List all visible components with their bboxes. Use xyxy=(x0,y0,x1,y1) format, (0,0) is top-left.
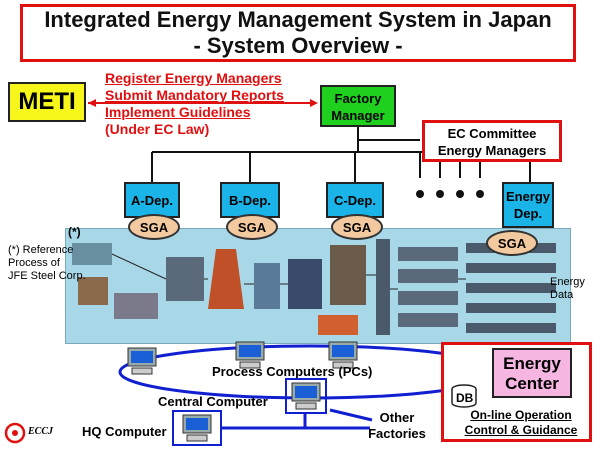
hq-computer-frame xyxy=(172,410,222,446)
regulation-list: Register Energy Managers Submit Mandator… xyxy=(105,70,284,138)
process-computers-label: Process Computers (PCs) xyxy=(212,364,373,379)
ec-committee-line-1: EC Committee xyxy=(447,126,537,141)
other-factories-line-1: Other xyxy=(379,410,415,425)
online-control-label: On-line Operation Control & Guidance xyxy=(456,408,586,438)
reference-line-3: JFE Steel Corp. xyxy=(8,270,86,282)
energy-center-line-1: Energy xyxy=(503,354,561,373)
ellipsis-dot xyxy=(436,190,444,198)
sga-energy-badge: SGA xyxy=(486,230,538,256)
ellipsis-dot xyxy=(476,190,484,198)
computer-icon xyxy=(127,347,157,375)
database-label: DB xyxy=(456,391,474,405)
computer-icon xyxy=(235,341,265,369)
central-computer-label: Central Computer xyxy=(158,394,268,409)
ellipsis-dot xyxy=(456,190,464,198)
reference-line-1: (*) Reference xyxy=(8,244,74,256)
energy-data-label: Energy Data xyxy=(550,276,585,302)
other-factories-label: Other Factories xyxy=(365,410,429,442)
hq-computer-label: HQ Computer xyxy=(82,424,167,439)
regulation-item-submit: Submit Mandatory Reports xyxy=(105,87,284,103)
central-computer-frame xyxy=(285,378,327,414)
energy-department-box: Energy Dep. xyxy=(502,182,554,228)
department-a-box: A-Dep. xyxy=(124,182,180,218)
energy-data-line-2: Data xyxy=(550,289,574,301)
ec-committee-line-2: Energy Managers xyxy=(437,143,547,158)
database-icon xyxy=(451,384,477,408)
process-diagram-graphic xyxy=(72,239,556,335)
online-control-line-2: Control & Guidance xyxy=(464,423,578,437)
energy-data-line-1: Energy xyxy=(550,276,585,288)
energy-dep-line-1: Energy xyxy=(505,189,551,204)
computer-icon xyxy=(291,382,321,410)
title-line-1: Integrated Energy Management System in J… xyxy=(44,7,552,32)
title-line-2: - System Overview - xyxy=(193,33,403,58)
sga-a-badge: SGA xyxy=(128,214,180,240)
computer-icon xyxy=(182,414,212,442)
regulation-note: (Under EC Law) xyxy=(105,121,210,137)
factory-manager-line-2: Manager xyxy=(331,108,385,123)
reference-note: (*) Reference Process of JFE Steel Corp. xyxy=(8,244,86,283)
ellipsis-dot xyxy=(416,190,424,198)
sga-c-badge: SGA xyxy=(331,214,383,240)
online-control-line-1: On-line Operation xyxy=(470,408,572,422)
eccj-logo-text: ECCJ xyxy=(28,426,54,437)
factory-manager-box: Factory Manager xyxy=(320,85,396,127)
other-factories-line-2: Factories xyxy=(368,426,426,441)
reference-line-2: Process of xyxy=(8,257,60,269)
reference-marker: (*) xyxy=(68,225,81,239)
sga-b-badge: SGA xyxy=(226,214,278,240)
department-c-box: C-Dep. xyxy=(326,182,384,218)
meti-box: METI xyxy=(8,82,86,122)
title-box: Integrated Energy Management System in J… xyxy=(20,4,576,62)
eccj-logo-icon xyxy=(4,422,26,444)
department-b-box: B-Dep. xyxy=(220,182,280,218)
computer-icon xyxy=(328,341,358,369)
energy-center-box: Energy Center xyxy=(492,348,572,398)
regulation-item-implement: Implement Guidelines xyxy=(105,104,251,120)
energy-dep-line-2: Dep. xyxy=(513,206,543,221)
regulation-item-register: Register Energy Managers xyxy=(105,70,282,86)
factory-manager-line-1: Factory xyxy=(334,91,382,106)
energy-center-line-2: Center xyxy=(505,374,559,393)
ec-committee-box: EC Committee Energy Managers xyxy=(422,120,562,162)
